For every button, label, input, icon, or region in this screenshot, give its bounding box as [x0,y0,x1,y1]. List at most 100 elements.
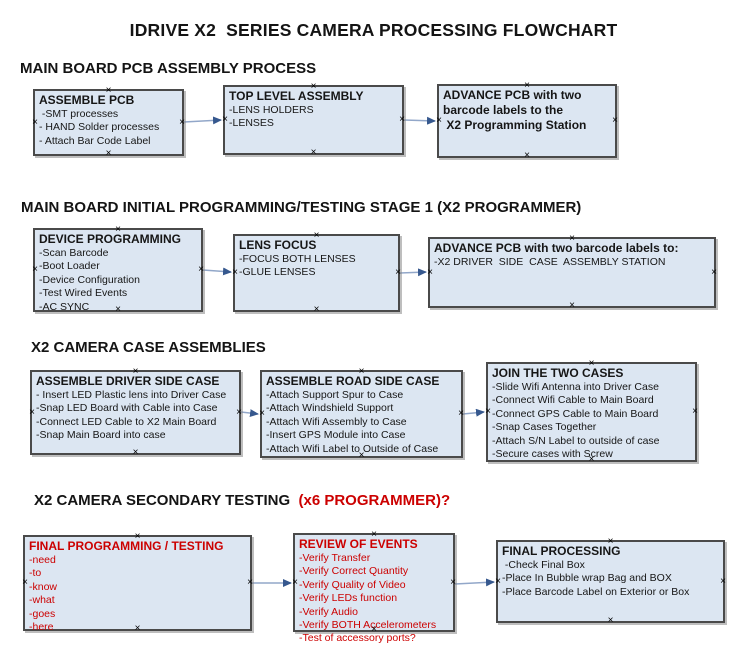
box-title: ADVANCE PCB with two barcode labels to: [434,241,679,255]
box-step: -Secure cases with Screw [492,448,613,461]
box-step: -Connect GPS Cable to Main Board [492,407,659,420]
box-step: -Test Wired Events [39,287,128,300]
connection-handle-bottom-icon: × [313,304,320,315]
box-title: FINAL PROCESSING [502,544,621,558]
flow-box-advance-pcb-with-two-barcode-labels-to-t: ADVANCE PCB with two barcode labels to t… [436,81,618,161]
box-step: -Snap Cases Together [492,421,597,434]
box-step: -Verify BOTH Accelerometers [299,619,437,632]
connection-handle-left-icon: × [436,115,442,126]
connection-handle-bottom-icon: × [524,150,530,161]
box-step: -know [29,580,58,593]
box-step: -Snap Main Board into case [36,429,166,442]
section-header-red-text: (x6 PROGRAMMER)? [298,492,451,509]
flow-box-advance-pcb-with-two-barcode-labels-to: ADVANCE PCB with two barcode labels to:-… [427,234,717,311]
section-header-4: X2 CAMERA SECONDARY TESTING (x6 PROGRAMM… [34,492,450,509]
flow-box-final-processing: FINAL PROCESSING -Check Final Box-Place … [495,537,726,626]
connection-handle-bottom-icon: × [105,148,112,159]
section-header-text: X2 CAMERA CASE ASSEMBLIES [31,339,266,356]
flow-box-review-of-events: REVIEW OF EVENTS-Verify Transfer-Verify … [292,530,456,645]
box-step: -Device Configuration [39,273,140,286]
box-title: DEVICE PROGRAMMING [39,232,182,246]
connector-arrow [462,408,485,417]
box-step: -Slide Wifi Antenna into Driver Case [492,381,659,393]
box-title: REVIEW OF EVENTS [299,537,418,551]
box-title: TOP LEVEL ASSEMBLY [229,89,364,103]
box-step: -Attach Wifi Assembly to Case [266,415,407,428]
box-step: -need [29,554,56,566]
flow-box-assemble-driver-side-case: ASSEMBLE DRIVER SIDE CASE- Insert LED Pl… [29,367,242,458]
box-step: -AC SYNC [39,300,90,313]
box-step: -Attach Windshield Support [266,402,394,415]
box-title: LENS FOCUS [239,238,317,252]
box-step: -here [29,621,54,634]
box-step: -GLUE LENSES [239,266,316,279]
flow-box-assemble-road-side-case: ASSEMBLE ROAD SIDE CASE-Attach Support S… [259,367,464,461]
box-title: ASSEMBLE DRIVER SIDE CASE [36,374,220,388]
connection-handle-left-icon: × [29,406,35,418]
connector-arrow [454,578,495,587]
box-step: - Insert LED Plastic lens into Driver Ca… [36,389,227,401]
connection-handle-left-icon: × [485,406,491,417]
box-step: -Snap LED Board with Cable into Case [36,402,218,415]
box-step: -LENSES [229,117,274,130]
flow-box-top-level-assembly: TOP LEVEL ASSEMBLY-LENS HOLDERS-LENSES××… [222,82,405,158]
box-title: ASSEMBLE ROAD SIDE CASE [266,374,440,388]
box-title: ADVANCE PCB with two barcode labels to t… [443,88,587,132]
connection-handle-bottom-icon: × [607,615,614,626]
connector-arrow [240,409,259,418]
box-step: -X2 DRIVER SIDE CASE ASSEMBLY STATION [434,256,666,268]
connection-handle-left-icon: × [427,266,433,278]
box-step: -Verify Audio [299,605,358,618]
box-title: FINAL PROGRAMMING / TESTING [29,539,224,553]
box-step: -to [29,567,42,580]
box-title: JOIN THE TWO CASES [492,366,624,380]
box-step: -Place In Bubble wrap Bag and BOX [502,572,672,585]
flow-box-lens-focus: LENS FOCUS-FOCUS BOTH LENSES-GLUE LENSES… [232,231,401,315]
connection-handle-left-icon: × [32,116,38,128]
flow-box-final-programming-testing: FINAL PROGRAMMING / TESTING-need-to-know… [22,532,253,634]
section-header-text: MAIN BOARD INITIAL PROGRAMMING/TESTING S… [21,199,582,216]
flow-box-device-programming: DEVICE PROGRAMMING-Scan Barcode-Boot Loa… [32,225,204,315]
box-step: -Attach Wifi Label to Outside of Case [266,442,439,455]
connection-handle-left-icon: × [259,408,265,419]
box-step: -Verify Correct Quantity [299,565,409,578]
box-step: -Check Final Box [502,559,585,571]
box-step: -SMT processes [39,108,119,120]
connection-handle-left-icon: × [292,576,298,588]
box-step: -FOCUS BOTH LENSES [239,253,356,265]
connection-handle-left-icon: × [32,264,38,275]
connection-handle-bottom-icon: × [310,147,317,158]
page-title: IDRIVE X2 SERIES CAMERA PROCESSING FLOWC… [129,20,618,40]
box-step: - Attach Bar Code Label [39,134,151,147]
box-step: -Test of accessory ports? [299,632,416,645]
connection-handle-left-icon: × [232,267,238,278]
section-header-2: MAIN BOARD INITIAL PROGRAMMING/TESTING S… [21,199,581,216]
connection-handle-bottom-icon: × [569,300,575,311]
box-step: - HAND Solder processes [39,121,160,134]
section-header-3: X2 CAMERA CASE ASSEMBLIES [31,339,266,356]
box-step: -what [29,594,55,607]
connector-arrow [202,267,232,276]
section-header-1: MAIN BOARD PCB ASSEMBLY PROCESS [20,60,316,77]
box-step: -Insert GPS Module into Case [266,429,406,442]
box-step: -Place Barcode Label on Exterior or Box [502,585,690,598]
box-step: -LENS HOLDERS [229,104,314,116]
box-step: -Verify Quality of Video [299,578,406,591]
box-step: -goes [29,607,56,620]
flow-box-assemble-pcb: ASSEMBLE PCB -SMT processes- HAND Solder… [32,86,185,159]
section-header-text: X2 CAMERA SECONDARY TESTING [34,492,299,509]
box-step: -Boot Loader [39,260,100,273]
flow-box-join-the-two-cases: JOIN THE TWO CASES-Slide Wifi Antenna in… [485,359,698,465]
box-title: ASSEMBLE PCB [39,93,135,107]
connector-arrow [399,268,427,277]
box-step: -Attach Support Spur to Case [266,389,404,401]
box-step: -Verify Transfer [299,552,371,564]
connection-handle-left-icon: × [22,577,28,588]
box-step: -Attach S/N Label to outside of case [492,434,660,447]
box-step: -Verify LEDs function [299,592,398,605]
box-step: -Connect LED Cable to X2 Main Board [36,415,217,428]
connection-handle-left-icon: × [222,114,228,125]
connector-arrow [403,116,436,125]
connection-handle-left-icon: × [495,575,501,587]
